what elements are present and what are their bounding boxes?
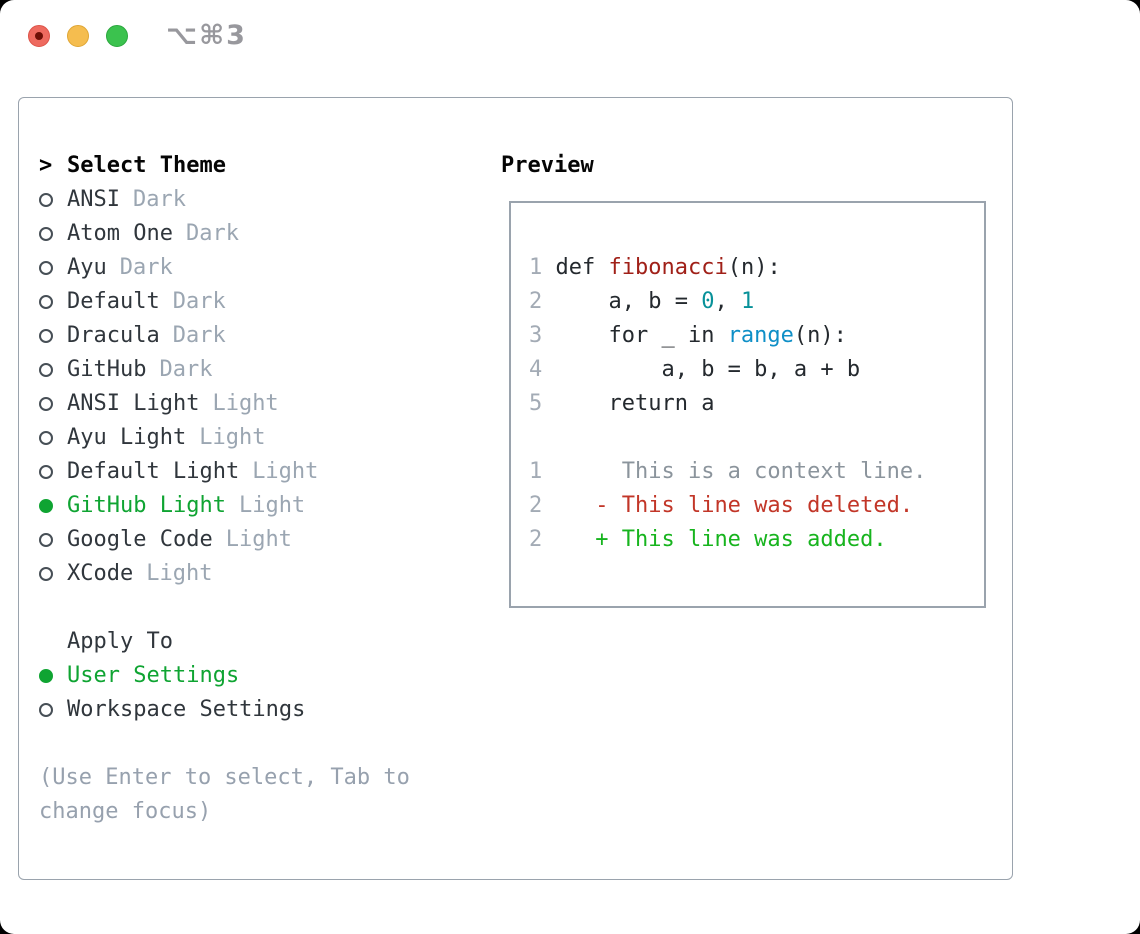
option-tag: Dark (172, 289, 226, 314)
option-tag: Light (252, 459, 319, 484)
radio-icon (39, 703, 53, 717)
code-preview: 1 def fibonacci(n): 2 a, b = 0, 1 3 for _ … (511, 203, 984, 557)
option-label: ANSI (67, 187, 120, 212)
radio-icon (39, 363, 53, 377)
option-label: Workspace Settings (67, 697, 306, 722)
option-label: XCode (67, 561, 134, 586)
code-line: 4 a, b = b, a + b (529, 357, 861, 382)
code-line: 2 + This line was added. (529, 527, 887, 552)
radio-icon (39, 397, 53, 411)
theme-option[interactable]: ANSI Dark (39, 183, 439, 217)
theme-option[interactable]: GitHub Dark (39, 353, 439, 387)
theme-option[interactable]: Ayu Dark (39, 251, 439, 285)
option-label: GitHub Light (67, 493, 226, 518)
close-dot-icon (35, 32, 43, 40)
option-tag: Dark (132, 187, 186, 212)
close-button[interactable] (28, 25, 50, 47)
code-line: 5 return a (529, 391, 715, 416)
option-label: Default Light (67, 459, 240, 484)
panel-header: > Select Theme (39, 149, 439, 183)
option-tag: Dark (159, 357, 213, 382)
radio-icon (39, 431, 53, 445)
apply-to-title: Apply To (67, 629, 173, 654)
radio-icon (39, 261, 53, 275)
radio-icon (39, 567, 53, 581)
option-tag: Light (238, 493, 306, 518)
option-label: Dracula (67, 323, 160, 348)
option-label: Default (67, 289, 160, 314)
code-line: 2 a, b = 0, 1 (529, 289, 755, 314)
code-line (529, 421, 984, 455)
preview-column: Preview 1 def fibonacci(n): 2 a, b = 0, 1… (501, 149, 986, 608)
titlebar: ⌥⌘3 (0, 0, 1140, 72)
option-label: ANSI Light (67, 391, 200, 416)
maximize-button[interactable] (106, 25, 128, 47)
code-line: 2 - This line was deleted. (529, 493, 914, 518)
apply-option[interactable]: Workspace Settings (39, 693, 439, 727)
theme-option[interactable]: Ayu Light Light (39, 421, 439, 455)
theme-option[interactable]: Default Dark (39, 285, 439, 319)
cursor-marker: > (39, 153, 53, 178)
theme-option[interactable]: GitHub Light Light (39, 489, 439, 523)
traffic-lights (28, 25, 128, 47)
radio-selected-icon (39, 499, 53, 513)
apply-option[interactable]: User Settings (39, 659, 439, 693)
minimize-button[interactable] (67, 25, 89, 47)
option-tag: Dark (185, 221, 239, 246)
theme-option[interactable]: XCode Light (39, 557, 439, 591)
theme-option[interactable]: Dracula Dark (39, 319, 439, 353)
option-label: GitHub (67, 357, 147, 382)
theme-option[interactable]: Google Code Light (39, 523, 439, 557)
apply-to-header: Apply To (39, 625, 439, 659)
option-label: Atom One (67, 221, 173, 246)
theme-option[interactable]: Default Light Light (39, 455, 439, 489)
option-label: Ayu Light (67, 425, 187, 450)
code-line: 1 def fibonacci(n): (529, 255, 781, 280)
code-line: 1 This is a context line. (529, 459, 927, 484)
option-tag: Light (146, 561, 213, 586)
radio-icon (39, 329, 53, 343)
preview-box: 1 def fibonacci(n): 2 a, b = 0, 1 3 for _ … (509, 201, 986, 608)
radio-icon (39, 533, 53, 547)
option-tag: Light (212, 391, 279, 416)
option-tag: Dark (172, 323, 226, 348)
code-line: 3 for _ in range(n): (529, 323, 847, 348)
radio-icon (39, 193, 53, 207)
option-label: Google Code (67, 527, 213, 552)
window-title: ⌥⌘3 (166, 20, 247, 51)
radio-icon (39, 295, 53, 309)
radio-icon (39, 227, 53, 241)
option-tag: Light (225, 527, 292, 552)
option-tag: Dark (119, 255, 173, 280)
theme-option[interactable]: Atom One Dark (39, 217, 439, 251)
option-label: User Settings (67, 663, 240, 688)
radio-icon (39, 465, 53, 479)
panel-title: Select Theme (67, 153, 226, 178)
option-tag: Light (199, 425, 266, 450)
preview-title: Preview (501, 153, 594, 178)
radio-selected-icon (39, 669, 53, 683)
option-label: Ayu (67, 255, 107, 280)
hint-text: (Use Enter to select, Tab to change focu… (39, 765, 410, 824)
theme-option[interactable]: ANSI Light Light (39, 387, 439, 421)
